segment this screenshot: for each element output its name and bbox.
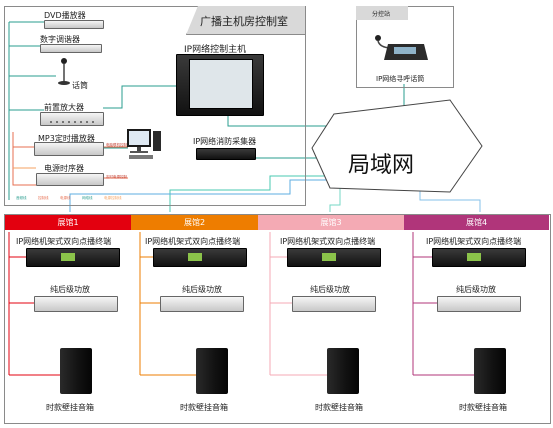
hall-4-name: 展馆4 bbox=[465, 218, 488, 227]
hall-1-name: 展馆1 bbox=[57, 218, 79, 227]
desk-mic-icon bbox=[57, 58, 71, 86]
hall-1-amp-label: 纯后级功放 bbox=[50, 285, 90, 294]
hall-3-amp-label: 纯后级功放 bbox=[310, 285, 350, 294]
hall-1-header: 展馆1 bbox=[5, 215, 131, 230]
lan-shape bbox=[311, 99, 483, 193]
hall-2-terminal-label: IP网络机架式双向点播终端 bbox=[145, 237, 241, 246]
hall-1-amp-device bbox=[34, 296, 118, 312]
hall-3-amp-device bbox=[292, 296, 376, 312]
hall-2-amp-device bbox=[160, 296, 244, 312]
dvd-player-device bbox=[44, 20, 104, 29]
computer-icon bbox=[126, 128, 162, 162]
hall-4-amp-label: 纯后级功放 bbox=[456, 285, 496, 294]
hall-4-terminal-device bbox=[432, 248, 526, 267]
control-room-title: 广播主机房控制室 bbox=[200, 15, 288, 28]
preamp-device bbox=[40, 112, 104, 126]
hall-3-speaker bbox=[327, 348, 359, 394]
branch-title-tab bbox=[356, 6, 408, 20]
hall-1-speaker-label: 时款壁挂音箱 bbox=[46, 403, 94, 412]
power-timer-label: 定时电源控制 bbox=[106, 175, 127, 179]
hall-4-amp-device bbox=[437, 296, 521, 312]
paging-mic-icon bbox=[370, 28, 430, 62]
hall-4-terminal-label: IP网络机架式双向点播终端 bbox=[426, 237, 522, 246]
control-host-device bbox=[176, 54, 264, 116]
control-room-frame bbox=[4, 6, 306, 206]
lan-label: 局域网 bbox=[348, 153, 415, 178]
hall-2-terminal-device bbox=[153, 248, 247, 267]
tuner-label: 数字调谐器 bbox=[40, 35, 80, 44]
pc-link-label: 电脑联机控制 bbox=[106, 143, 127, 147]
fire-collector-label: IP网络消防采集器 bbox=[193, 137, 257, 146]
hall-3-header: 展馆3 bbox=[258, 215, 404, 230]
preamp-label: 前置放大器 bbox=[44, 103, 84, 112]
paging-mic-label: IP网络寻呼话筒 bbox=[376, 75, 425, 83]
hall-2-header: 展馆2 bbox=[131, 215, 258, 230]
legend-power-control: 电源控制线 bbox=[104, 196, 122, 200]
hall-3-terminal-device bbox=[287, 248, 381, 267]
legend-network: 网络线 bbox=[82, 196, 93, 200]
hall-3-name: 展馆3 bbox=[320, 218, 342, 227]
control-room-title-tab bbox=[186, 6, 305, 35]
sequencer-device bbox=[36, 173, 104, 186]
legend-power: 电源线 bbox=[60, 196, 71, 200]
hall-2-name: 展馆2 bbox=[183, 218, 206, 227]
hall-4-header: 展馆4 bbox=[404, 215, 549, 230]
mp3-label: MP3定时播放器 bbox=[38, 134, 95, 143]
hall-3-speaker-label: 时款壁挂音箱 bbox=[315, 403, 363, 412]
tuner-device bbox=[40, 44, 102, 53]
host-label: IP网络控制主机 bbox=[184, 45, 247, 55]
hall-1-terminal-device bbox=[26, 248, 120, 267]
sequencer-label: 电源时序器 bbox=[44, 164, 84, 173]
hall-2-speaker-label: 时款壁挂音箱 bbox=[180, 403, 228, 412]
hall-4-speaker-label: 时款壁挂音箱 bbox=[459, 403, 507, 412]
mp3-player-device bbox=[34, 142, 104, 156]
hall-1-terminal-label: IP网络机架式双向点播终端 bbox=[16, 237, 112, 246]
hall-4-speaker bbox=[474, 348, 506, 394]
hall-2-amp-label: 纯后级功放 bbox=[182, 285, 222, 294]
dvd-label: DVD播放器 bbox=[44, 11, 86, 20]
mic-label: 话筒 bbox=[72, 81, 88, 90]
hall-3-terminal-label: IP网络机架式双向点播终端 bbox=[280, 237, 376, 246]
branch-title: 分控站 bbox=[372, 11, 391, 18]
fire-collector-device bbox=[196, 148, 256, 160]
hall-2-speaker bbox=[196, 348, 228, 394]
legend-audio: 音频线 bbox=[16, 196, 27, 200]
halls-frame bbox=[4, 214, 551, 424]
legend-control: 控制线 bbox=[38, 196, 49, 200]
hall-1-speaker bbox=[60, 348, 92, 394]
